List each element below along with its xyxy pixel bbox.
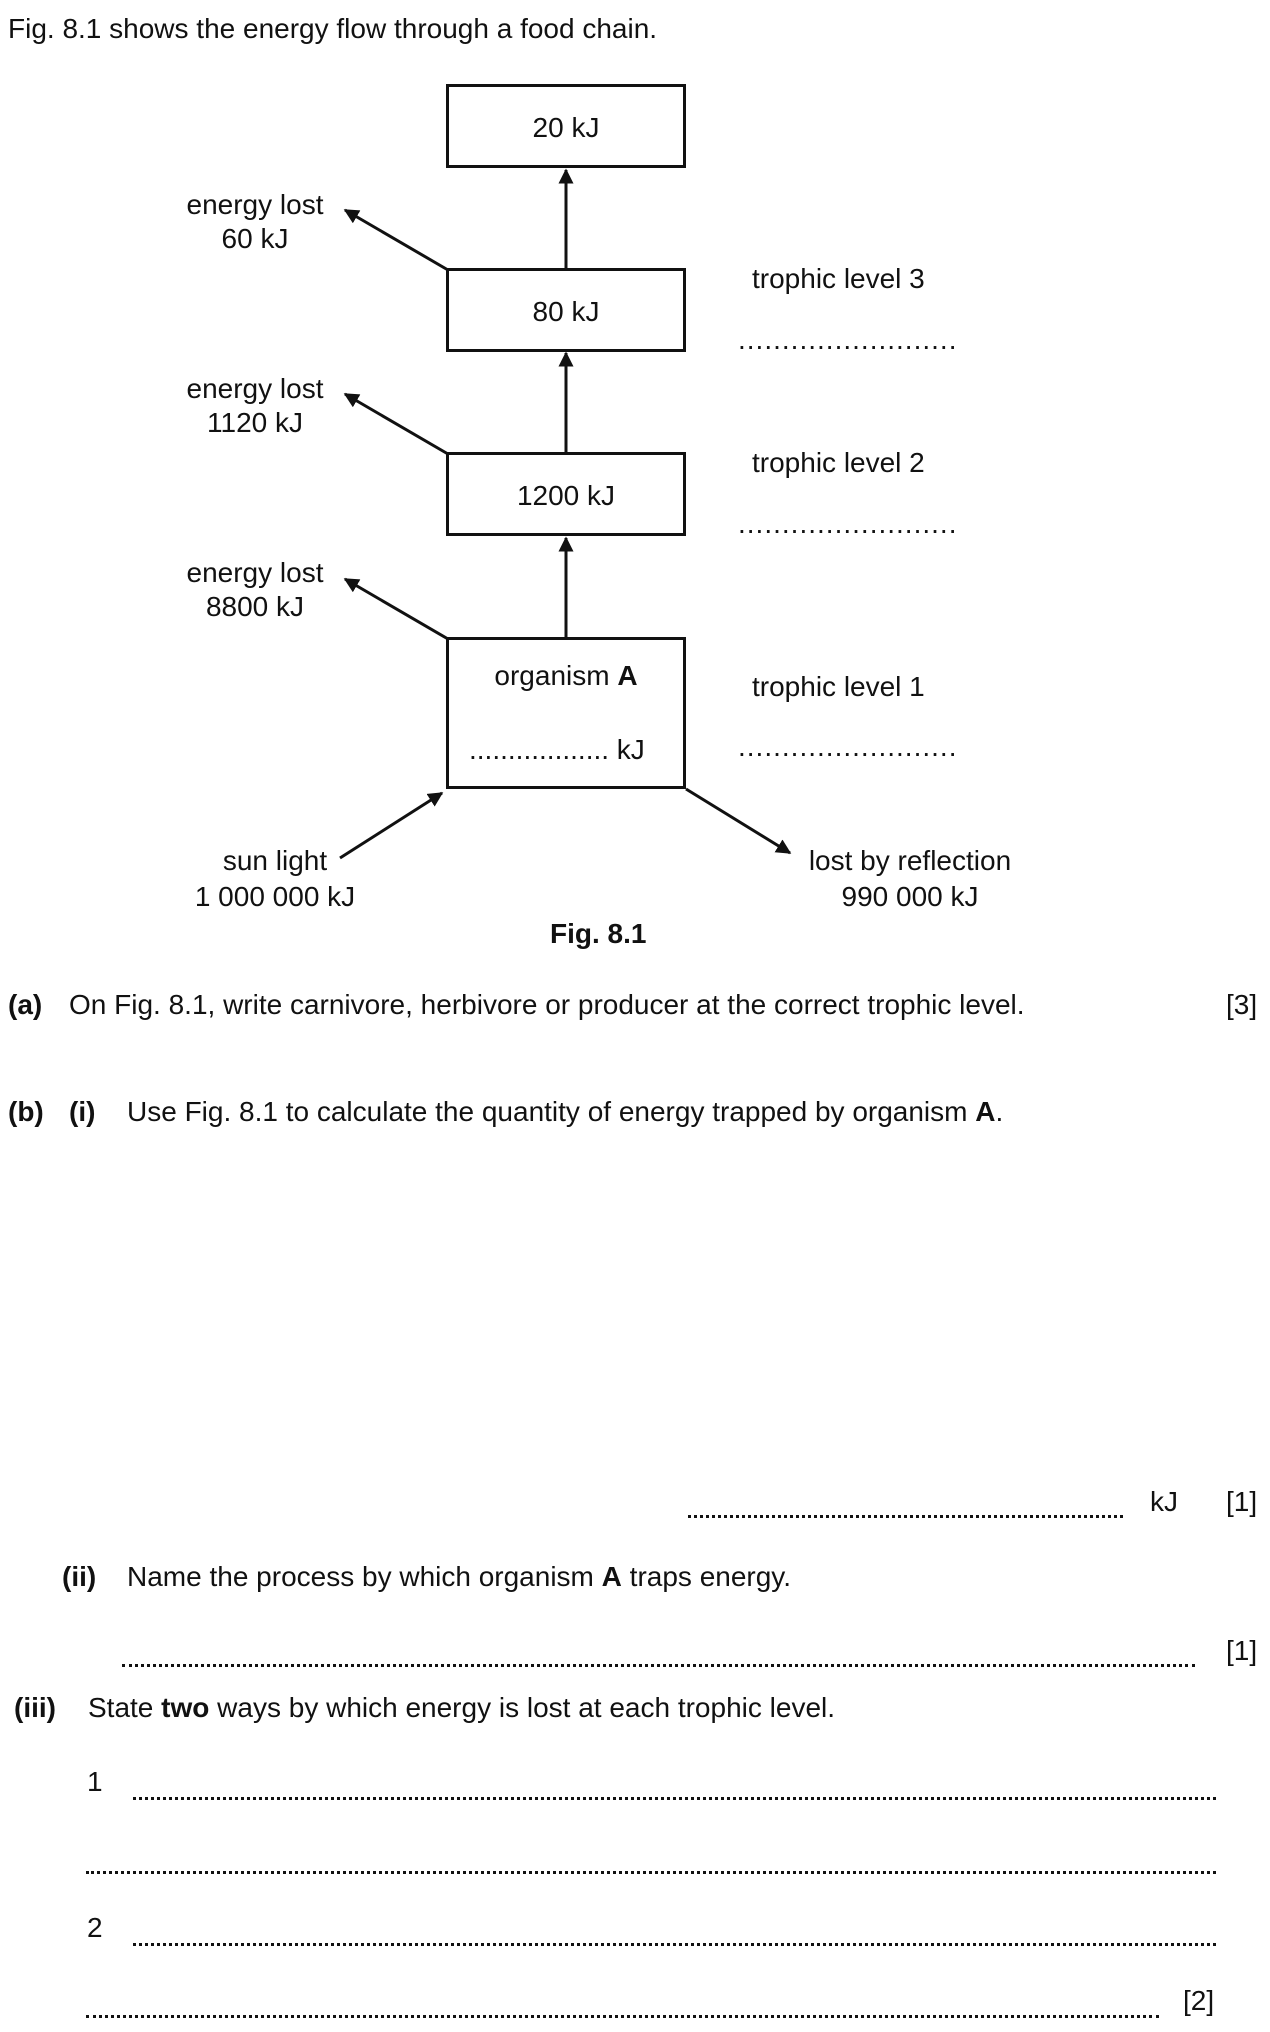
question-a-text: On Fig. 8.1, write carnivore, herbivore …: [69, 989, 1025, 1020]
answer-line-b-iii-2b[interactable]: [86, 2015, 1159, 2018]
question-b-i-unit: kJ: [1150, 1486, 1178, 1517]
energy-box-top-value: 20 kJ: [532, 112, 600, 143]
answer-line-b-iii-1a[interactable]: [133, 1797, 1216, 1800]
organism-a-answer-field[interactable]: .................. kJ: [469, 734, 645, 765]
question-b-i-text: Use Fig. 8.1 to calculate the quantity o…: [127, 1096, 1004, 1127]
trophic-level-1-label: trophic level 1: [752, 671, 925, 702]
arrow-reflection: [685, 787, 792, 855]
answer-line-b-iii-2a[interactable]: [133, 1943, 1216, 1946]
question-b-ii-text: Name the process by which organism A tra…: [127, 1561, 792, 1592]
organism-a-box: organism A .................. kJ: [446, 637, 686, 789]
energy-box-top: 20 kJ: [446, 84, 686, 168]
intro-text: Fig. 8.1 shows the energy flow through a…: [8, 13, 658, 44]
question-a-marks: [3]: [1226, 989, 1258, 1020]
trophic-level-3-answer[interactable]: .........................: [738, 324, 958, 355]
trophic-level-2-answer[interactable]: .........................: [738, 508, 958, 539]
trophic-level-2-label: trophic level 2: [752, 447, 925, 478]
energy-box-level2-value: 1200 kJ: [516, 480, 616, 511]
question-b-ii-marks: [1]: [1226, 1635, 1258, 1666]
trophic-level-1-answer[interactable]: .........................: [738, 731, 958, 762]
figure-caption: Fig. 8.1: [550, 918, 647, 949]
question-b-number: (b): [8, 1096, 44, 1127]
question-a-number: (a): [8, 989, 43, 1020]
energy-box-level3-value: 80 kJ: [532, 296, 600, 327]
question-b-ii-number: (ii): [62, 1561, 97, 1592]
answer-line-b-i[interactable]: [688, 1515, 1123, 1518]
question-b-iii-number: (iii): [14, 1692, 56, 1723]
trophic-level-3-label: trophic level 3: [752, 263, 925, 294]
energy-box-level3: 80 kJ: [446, 268, 686, 352]
question-b-i-number: (i): [69, 1096, 96, 1127]
arrow-lost-level3: [343, 208, 449, 272]
answer-line-b-ii[interactable]: [122, 1664, 1195, 1667]
energy-box-level2: 1200 kJ: [446, 452, 686, 536]
answer-number-2: 2: [87, 1912, 103, 1943]
question-b-i-marks: [1]: [1226, 1486, 1258, 1517]
answer-line-b-iii-1b[interactable]: [86, 1871, 1216, 1874]
arrow-sunlight: [339, 791, 444, 860]
answer-number-1: 1: [87, 1766, 103, 1797]
question-b-iii-text: State two ways by which energy is lost a…: [88, 1692, 836, 1723]
organism-a-label: organism A: [494, 660, 638, 691]
question-b-iii-marks: [2]: [1183, 1985, 1215, 2016]
arrow-lost-level2: [343, 392, 449, 456]
arrow-lost-level1: [343, 577, 449, 641]
